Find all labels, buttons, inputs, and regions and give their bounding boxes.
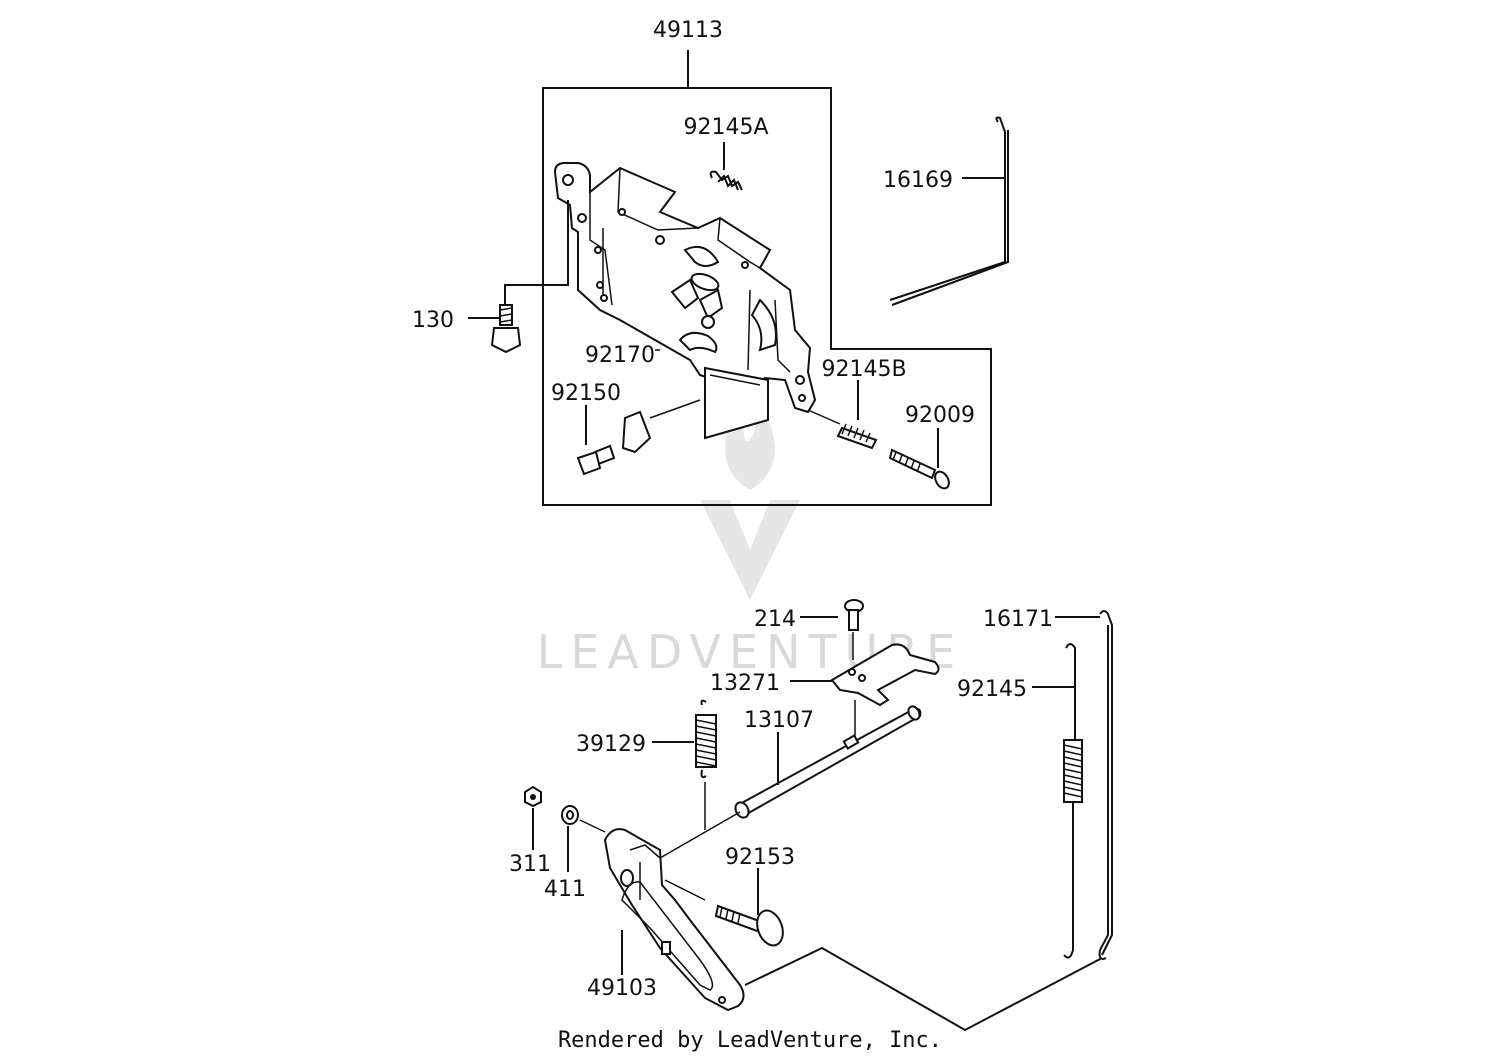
callout-49113[interactable]: 49113: [653, 18, 723, 43]
callout-92009[interactable]: 92009: [905, 403, 975, 428]
callout-311[interactable]: 311: [509, 852, 551, 877]
callout-16169[interactable]: 16169: [883, 168, 953, 193]
spring-39129: [652, 699, 717, 830]
callout-13271[interactable]: 13271: [710, 671, 780, 696]
callout-49103[interactable]: 49103: [587, 976, 657, 1001]
screw-92009: [888, 428, 950, 490]
callout-39129[interactable]: 39129: [576, 732, 646, 757]
callout-92145[interactable]: 92145: [957, 677, 1027, 702]
bolt-130: [468, 200, 569, 354]
callout-130[interactable]: 130: [412, 308, 454, 333]
callout-13107[interactable]: 13107: [744, 708, 814, 733]
screw-214: [800, 599, 864, 660]
plate-13271: [790, 643, 940, 740]
control-plate: [553, 162, 817, 440]
callout-92153[interactable]: 92153: [725, 845, 795, 870]
footer-credit: Rendered by LeadVenture, Inc.: [558, 1028, 942, 1053]
callout-411[interactable]: 411: [544, 877, 586, 902]
bolt-92150: [576, 399, 701, 476]
callout-92145B[interactable]: 92145B: [821, 357, 906, 382]
lever-49103: [603, 811, 745, 1012]
callout-92150[interactable]: 92150: [551, 381, 621, 406]
spring-92145A: [709, 142, 743, 191]
rod-16169: [889, 116, 1009, 306]
shaft-13107: [734, 705, 922, 819]
bolt-92153: [714, 868, 784, 947]
spring-92145B: [807, 380, 878, 450]
spring-92145: [1032, 643, 1083, 959]
nut-311: [524, 785, 542, 850]
callout-16171[interactable]: 16171: [983, 607, 1053, 632]
callout-92170[interactable]: 92170: [585, 343, 655, 368]
washer-411: [561, 805, 606, 872]
callout-92145A[interactable]: 92145A: [683, 115, 768, 140]
assembly-frame-49113: [542, 87, 992, 506]
watermark: LEADVENTURE: [537, 395, 955, 679]
linkage-lines: [744, 946, 1103, 1032]
callout-214[interactable]: 214: [754, 607, 796, 632]
